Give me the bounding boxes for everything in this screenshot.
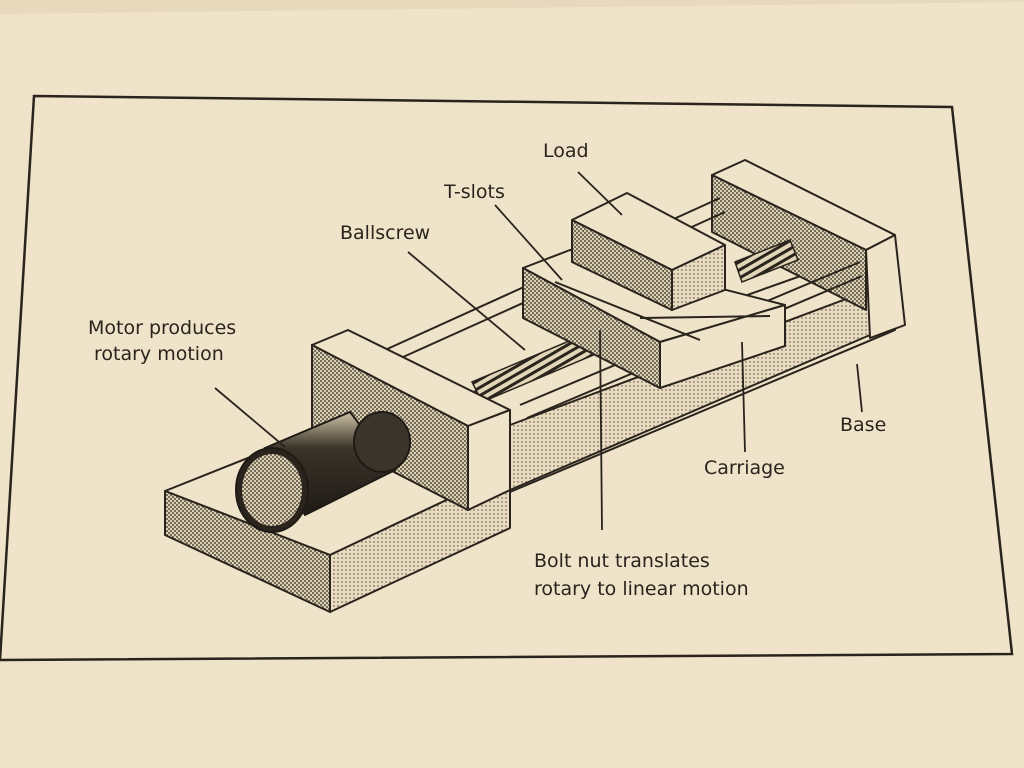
label-base: Base (840, 414, 887, 436)
frame-border (0, 94, 1014, 662)
leader-lines (214, 171, 863, 531)
load-block (571, 192, 726, 311)
label-bolt-line2: rotary to linear motion (534, 578, 749, 600)
label-carriage: Carriage (704, 457, 785, 479)
label-motor-line2: rotary motion (94, 343, 224, 365)
motor (235, 410, 411, 533)
label-bolt-line1: Bolt nut translates (534, 550, 710, 572)
label-ballscrew: Ballscrew (340, 222, 431, 244)
label-motor-line1: Motor produces (88, 317, 237, 339)
label-t-slots: T-slots (444, 181, 505, 203)
label-load: Load (543, 140, 589, 162)
